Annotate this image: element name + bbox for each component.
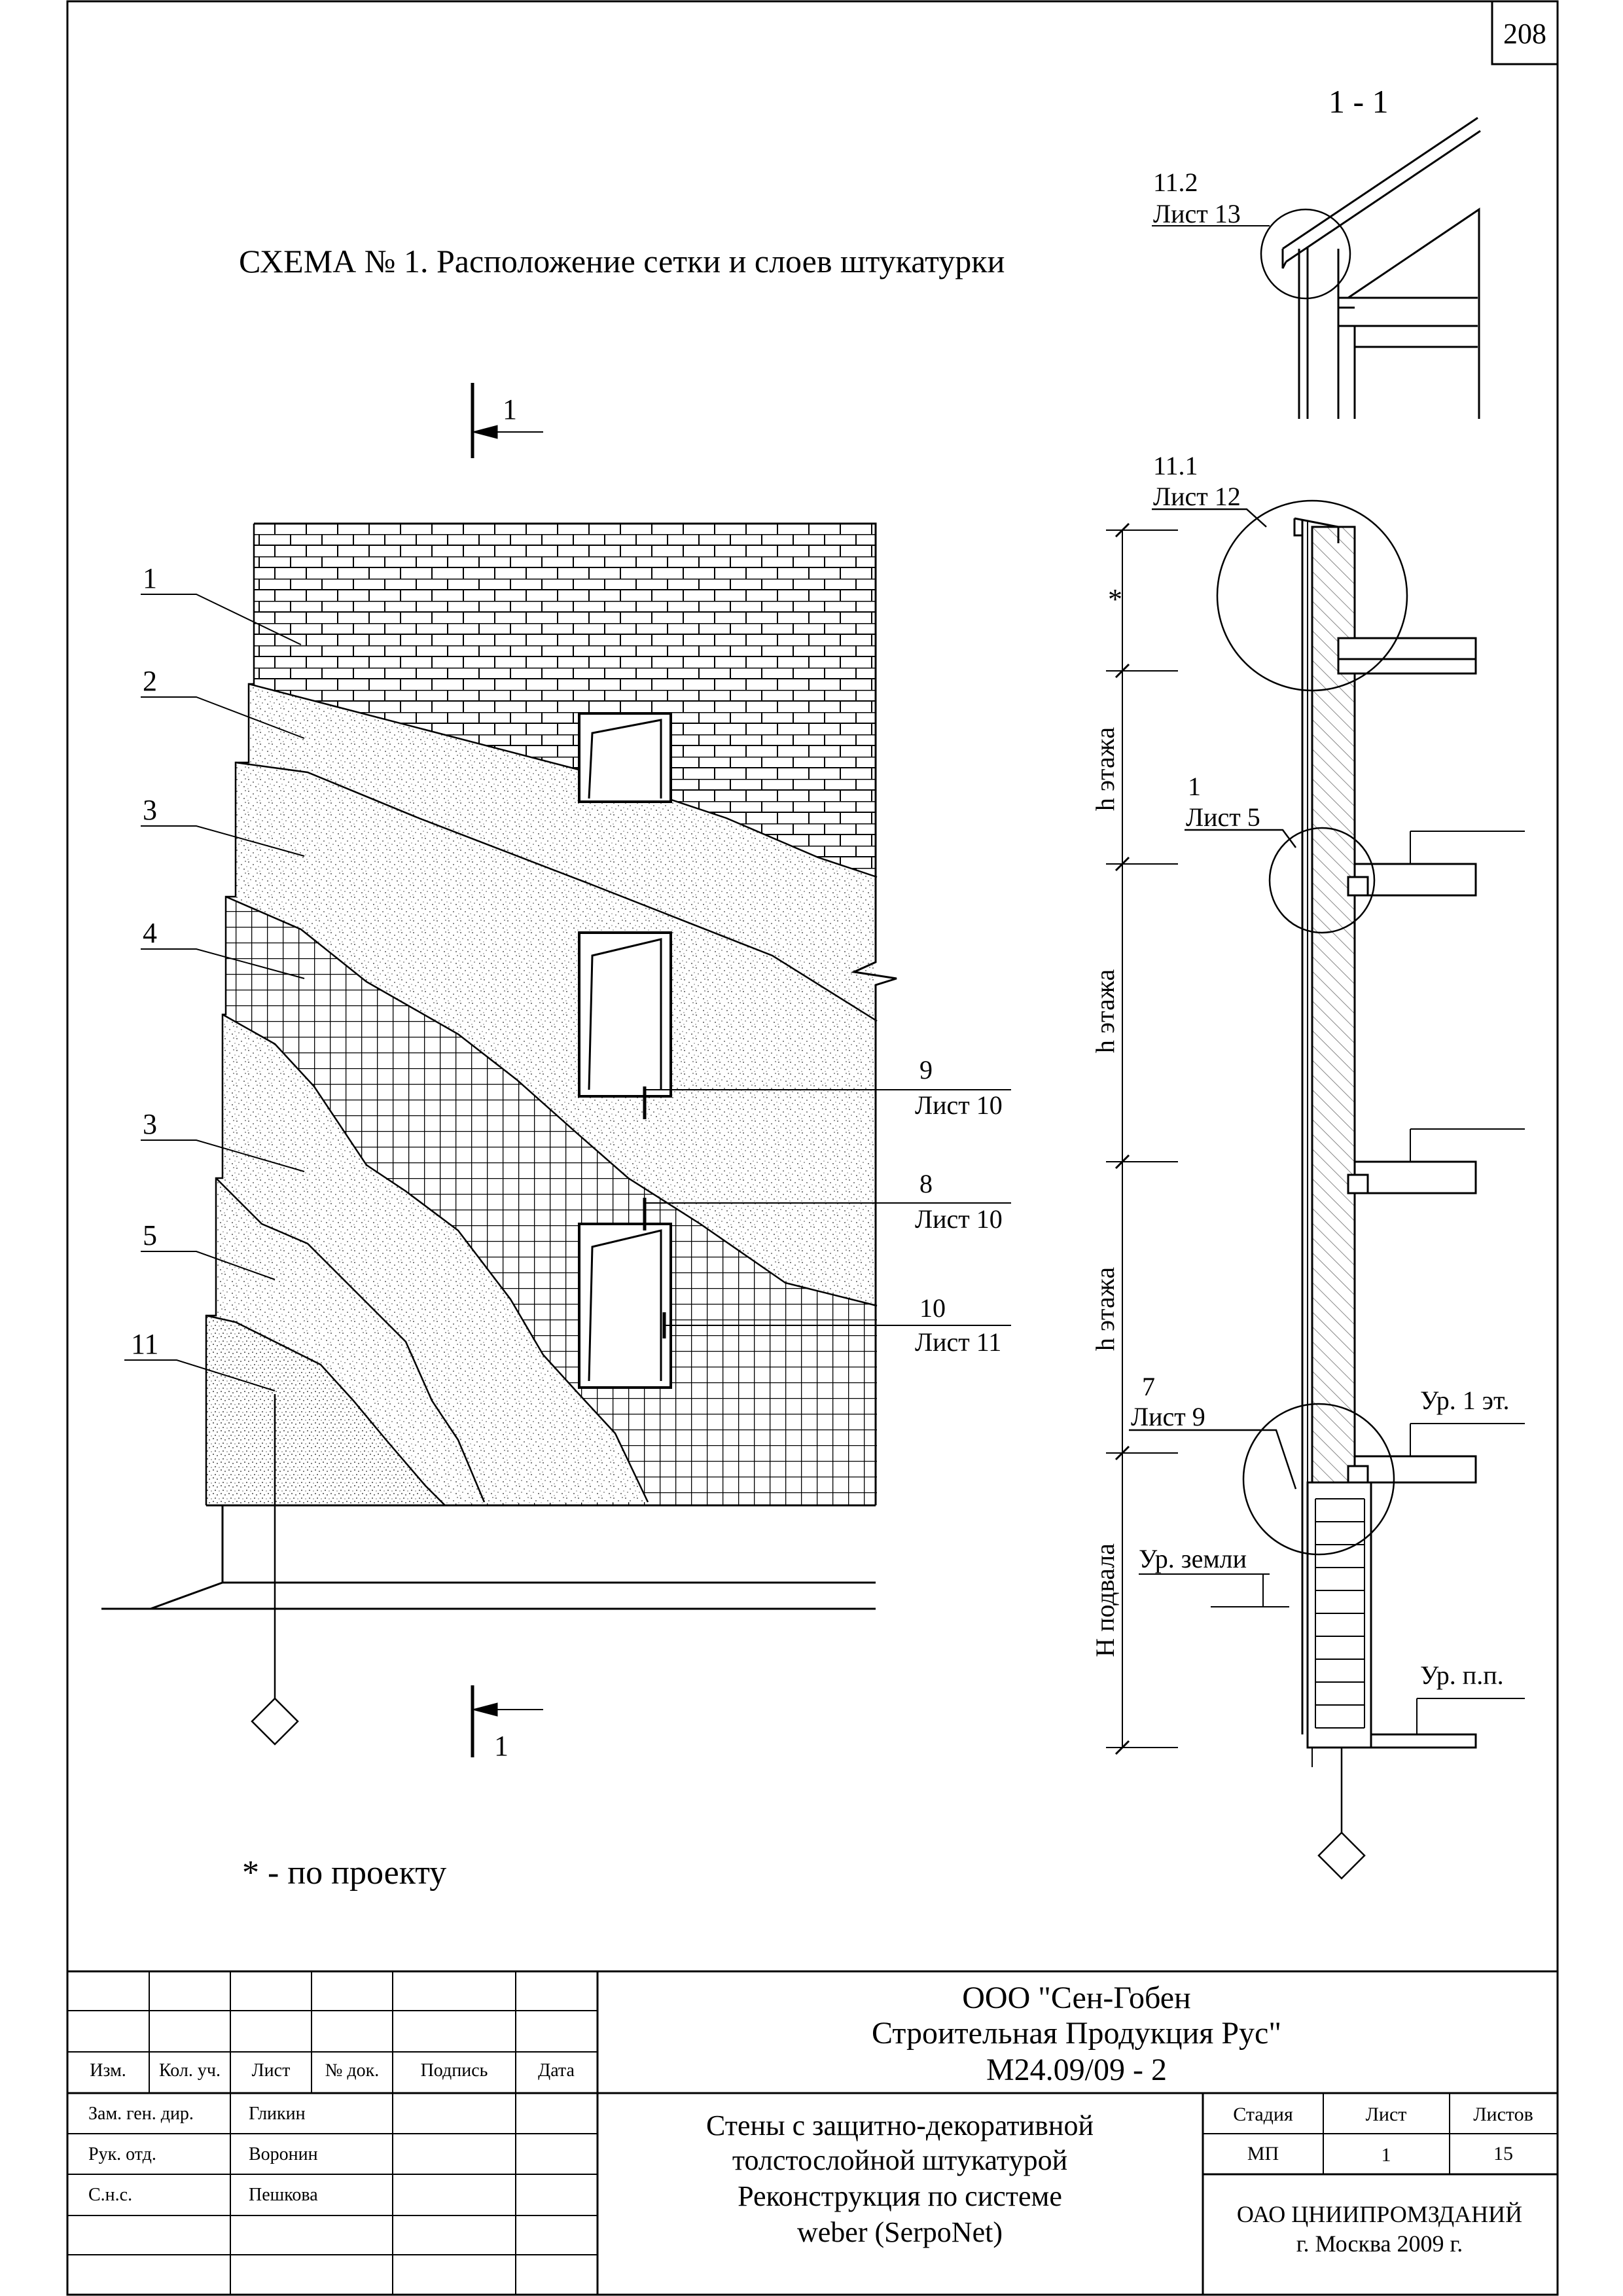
window-3 xyxy=(578,1223,672,1389)
plinth xyxy=(221,1505,876,1584)
section-cut-bottom-label: 1 xyxy=(494,1730,508,1762)
facade-windows xyxy=(578,712,672,1389)
tb-role-2: Рук. отд. xyxy=(88,2144,156,2164)
dimension-chain xyxy=(1106,522,1178,1755)
level-basement-floor: Ур. п.п. xyxy=(1420,1660,1504,1690)
node-8-number: 8 xyxy=(919,1169,933,1198)
tb-sheet: 1 xyxy=(1382,2144,1391,2166)
node-11-1-number: 11.1 xyxy=(1153,451,1198,480)
section-cut-top xyxy=(471,383,543,458)
level-ground: Ур. земли xyxy=(1139,1544,1247,1573)
node-7-sheet: Лист 9 xyxy=(1131,1402,1205,1431)
tb-sheets-header: Листов xyxy=(1473,2104,1533,2125)
facade-level-marker xyxy=(251,1394,299,1746)
tb-role-3: С.н.с. xyxy=(88,2185,132,2205)
tb-header-sign: Подпись xyxy=(421,2060,488,2081)
facade-elevation xyxy=(206,524,877,1505)
tb-header-list: Лист xyxy=(252,2060,291,2081)
tb-project-line4: weber (SerpoNet) xyxy=(797,2216,1003,2248)
floor-slabs xyxy=(1337,637,1525,1749)
tb-name-2: Воронин xyxy=(249,2144,318,2164)
title-block xyxy=(67,1970,1558,2295)
layer-label-3-lower: 3 xyxy=(143,1108,157,1140)
node-9-number: 9 xyxy=(919,1055,933,1085)
section-cut-bottom xyxy=(471,1685,543,1757)
tb-project-line1: Стены с защитно-декоративной xyxy=(706,2109,1094,2142)
node-1-sheet: Лист 5 xyxy=(1186,802,1260,832)
section-node-circles xyxy=(1129,499,1408,1556)
tb-header-date: Дата xyxy=(538,2060,575,2081)
node-10-number: 10 xyxy=(919,1293,946,1323)
node-11-2-number: 11.2 xyxy=(1153,168,1198,197)
tb-org-line2: Строительная Продукция Рус" xyxy=(872,2016,1281,2051)
tb-header-kol: Кол. уч. xyxy=(159,2060,221,2081)
layer-label-2: 2 xyxy=(143,665,157,697)
node-10-sheet: Лист 11 xyxy=(915,1327,1001,1357)
section-title: 1 - 1 xyxy=(1329,83,1389,120)
tb-stage: МП xyxy=(1247,2143,1279,2164)
node-8-sheet: Лист 10 xyxy=(915,1204,1003,1234)
layer-label-5: 5 xyxy=(143,1219,157,1251)
level-floor1: Ур. 1 эт. xyxy=(1420,1386,1509,1415)
section-level-marker xyxy=(1317,1748,1366,1880)
roof-detail xyxy=(1281,117,1481,419)
dim-star: * xyxy=(1108,583,1122,615)
scheme-title: СХЕМА № 1. Расположение сетки и слоев шт… xyxy=(239,243,1005,279)
node-11-2-circle xyxy=(1260,208,1351,300)
layer-label-11: 11 xyxy=(131,1328,158,1360)
tb-name-3: Пешкова xyxy=(249,2185,318,2205)
section-cut-top-label: 1 xyxy=(503,393,517,425)
node-11-2-sheet: Лист 13 xyxy=(1153,199,1241,228)
break-mark xyxy=(850,956,897,1505)
window-1 xyxy=(578,712,672,803)
node-7-number: 7 xyxy=(1142,1372,1155,1401)
tb-sheets: 15 xyxy=(1493,2143,1513,2164)
dim-h-floor-2: h этажа xyxy=(1090,969,1120,1054)
layer-label-1: 1 xyxy=(143,562,157,594)
wall-masonry xyxy=(1311,526,1356,1484)
tb-project-line3: Реконструкция по системе xyxy=(738,2180,1062,2212)
tb-stage-header: Стадия xyxy=(1233,2104,1293,2125)
layer-boundaries xyxy=(205,524,878,1506)
tb-role-1: Зам. ген. дир. xyxy=(88,2104,194,2124)
node-callouts-facade xyxy=(643,1086,1011,1338)
tb-header-doc: № док. xyxy=(325,2060,380,2081)
tb-firm: ОАО ЦНИИПРОМЗДАНИЙ xyxy=(1237,2201,1522,2227)
tb-city-year: г. Москва 2009 г. xyxy=(1296,2231,1463,2257)
basement-wall xyxy=(1306,1481,1372,1749)
layer-label-3-upper: 3 xyxy=(143,794,157,826)
node-1-number: 1 xyxy=(1188,772,1201,801)
layer-leaders xyxy=(124,594,305,1391)
layer-label-4: 4 xyxy=(143,917,157,949)
tb-sheet-header: Лист xyxy=(1366,2104,1407,2125)
page-number-box xyxy=(1491,0,1559,65)
node-9-sheet: Лист 10 xyxy=(915,1090,1003,1120)
footnote: * - по проекту xyxy=(242,1854,446,1892)
dim-h-floor-1: h этажа xyxy=(1090,727,1120,812)
tb-name-1: Гликин xyxy=(249,2104,306,2124)
dim-h-basement: H подвала xyxy=(1090,1543,1120,1657)
layer-11-decorative xyxy=(206,1316,445,1505)
window-2 xyxy=(578,931,672,1098)
tb-org-line1: ООО "Сен-Гобен xyxy=(962,1981,1190,2015)
tb-doc-code: М24.09/09 - 2 xyxy=(986,2053,1167,2087)
tb-project-line2: толстослойной штукатурой xyxy=(732,2144,1067,2176)
dim-h-floor-3: h этажа xyxy=(1090,1267,1120,1352)
sheet-frame xyxy=(66,0,1559,2296)
page-number: 208 xyxy=(1503,18,1546,50)
ground-line xyxy=(101,1581,223,1610)
tb-header-izm: Изм. xyxy=(90,2060,126,2081)
node-11-1-sheet: Лист 12 xyxy=(1153,482,1241,511)
facade-outline xyxy=(254,522,877,956)
